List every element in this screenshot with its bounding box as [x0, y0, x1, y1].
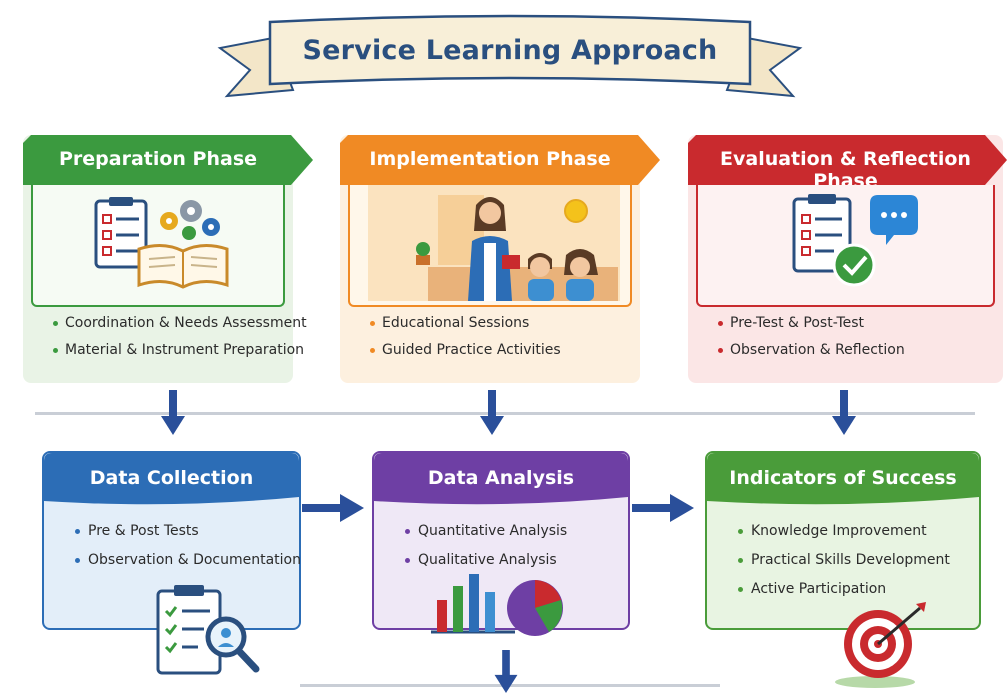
checklist-gears-book-icon	[94, 197, 229, 289]
down-arrow-icon	[161, 390, 185, 435]
card-bullet-list: Knowledge Improvement Practical Skills D…	[707, 517, 979, 604]
card-title: Data Analysis	[427, 467, 575, 489]
phase-bullet-list: Pre-Test & Post-Test Observation & Refle…	[688, 310, 1003, 364]
phase-header-arrow	[688, 135, 1007, 185]
data-analysis-card: Data Analysis Quantitative Analysis Qual…	[372, 451, 630, 630]
list-item: Knowledge Improvement	[707, 517, 979, 546]
list-item: Material & Instrument Preparation	[23, 337, 304, 364]
ribbon-icon	[217, 14, 803, 98]
card-title: Data Collection	[89, 467, 254, 489]
page-title: Service Learning Approach	[302, 35, 718, 66]
indicators-of-success-card: Indicators of Success Knowledge Improvem…	[705, 451, 981, 630]
list-item: Observation & Reflection	[688, 337, 1003, 364]
list-item: Educational Sessions	[340, 310, 640, 337]
down-arrow-icon	[832, 390, 856, 435]
phase-title: Implementation Phase	[369, 148, 611, 170]
list-item: Quantitative Analysis	[374, 517, 628, 546]
list-item: Observation & Documentation	[44, 546, 301, 575]
phase-illustration-panel	[348, 185, 632, 307]
phase-bullet-list: Educational Sessions Guided Practice Act…	[340, 310, 640, 364]
phase-header-arrow	[23, 135, 313, 185]
list-item: Qualitative Analysis	[374, 546, 628, 575]
phase-title: Preparation Phase	[58, 148, 258, 170]
implementation-phase-card: Implementation Phase Educational Sess	[340, 135, 660, 383]
right-arrow-icon	[302, 494, 364, 522]
title-banner: Service Learning Approach	[215, 8, 805, 108]
card-header	[707, 453, 979, 505]
phase-bullet-list: Coordination & Needs Assessment Material…	[23, 310, 307, 364]
phase-illustration-panel	[696, 185, 995, 307]
teacher-children-illustration	[368, 185, 620, 301]
clipboard-check-chat-icon	[792, 194, 918, 287]
divider-line	[35, 412, 975, 415]
card-bullet-list: Quantitative Analysis Qualitative Analys…	[374, 517, 628, 575]
clipboard-magnifier-icon	[156, 585, 260, 675]
phase-header-arrow	[340, 135, 660, 185]
list-item: Pre-Test & Post-Test	[688, 310, 1003, 337]
phase-illustration-panel	[31, 185, 285, 307]
list-item: Guided Practice Activities	[340, 337, 640, 364]
target-arrow-icon	[835, 602, 926, 688]
list-item: Active Participation	[707, 575, 979, 604]
down-arrow-icon	[494, 650, 518, 693]
right-arrow-icon	[632, 494, 694, 522]
bar-pie-chart-icon	[431, 574, 563, 636]
list-item: Pre & Post Tests	[44, 517, 299, 546]
card-header	[44, 453, 299, 505]
data-collection-card: Data Collection Pre & Post Tests Observa…	[42, 451, 301, 630]
down-arrow-icon	[480, 390, 504, 435]
card-bullet-list: Pre & Post Tests Observation & Documenta…	[44, 517, 301, 575]
evaluation-reflection-phase-card: Evaluation & Reflection Phase Pre-Test &…	[688, 135, 1007, 383]
list-item: Coordination & Needs Assessment	[23, 310, 307, 337]
preparation-phase-card: Preparation Phase Coordination & Needs A…	[23, 135, 313, 383]
card-title: Indicators of Success	[729, 467, 957, 489]
card-header	[374, 453, 628, 505]
list-item: Practical Skills Development	[707, 546, 979, 575]
